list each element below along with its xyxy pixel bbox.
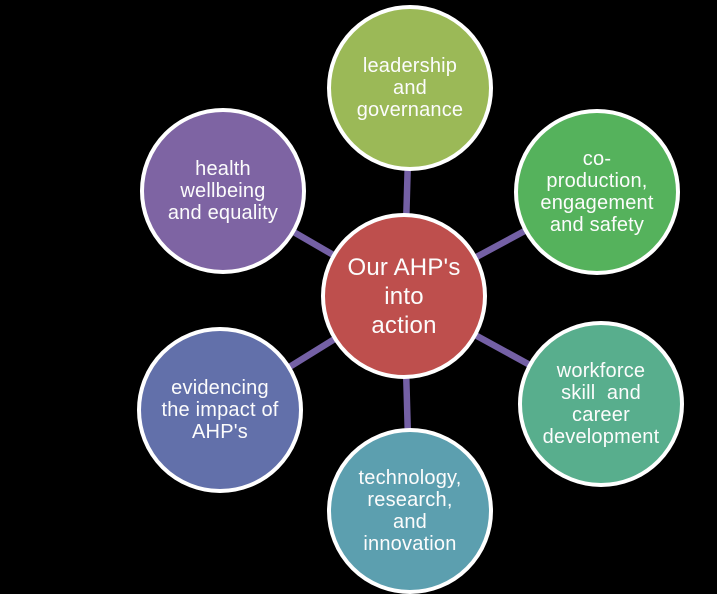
node-label: co- production, engagement and safety: [540, 148, 654, 236]
node-label: workforce skill and career development: [542, 360, 660, 448]
node-label: evidencing the impact of AHP's: [161, 377, 279, 443]
node-leadership-governance: leadership and governance: [327, 5, 493, 171]
node-workforce-skill-career: workforce skill and career development: [518, 321, 684, 487]
node-co-production-engagement-safety: co- production, engagement and safety: [514, 109, 680, 275]
center-node-label: Our AHP's into action: [347, 253, 461, 339]
node-center-our-ahps-into-action: Our AHP's into action: [321, 213, 487, 379]
node-label: health wellbeing and equality: [167, 158, 279, 224]
node-health-wellbeing-equality: health wellbeing and equality: [140, 108, 306, 274]
node-technology-research-innovation: technology, research, and innovation: [327, 428, 493, 594]
node-label: leadership and governance: [356, 55, 464, 121]
node-label: technology, research, and innovation: [358, 467, 462, 555]
node-evidencing-impact: evidencing the impact of AHP's: [137, 327, 303, 493]
